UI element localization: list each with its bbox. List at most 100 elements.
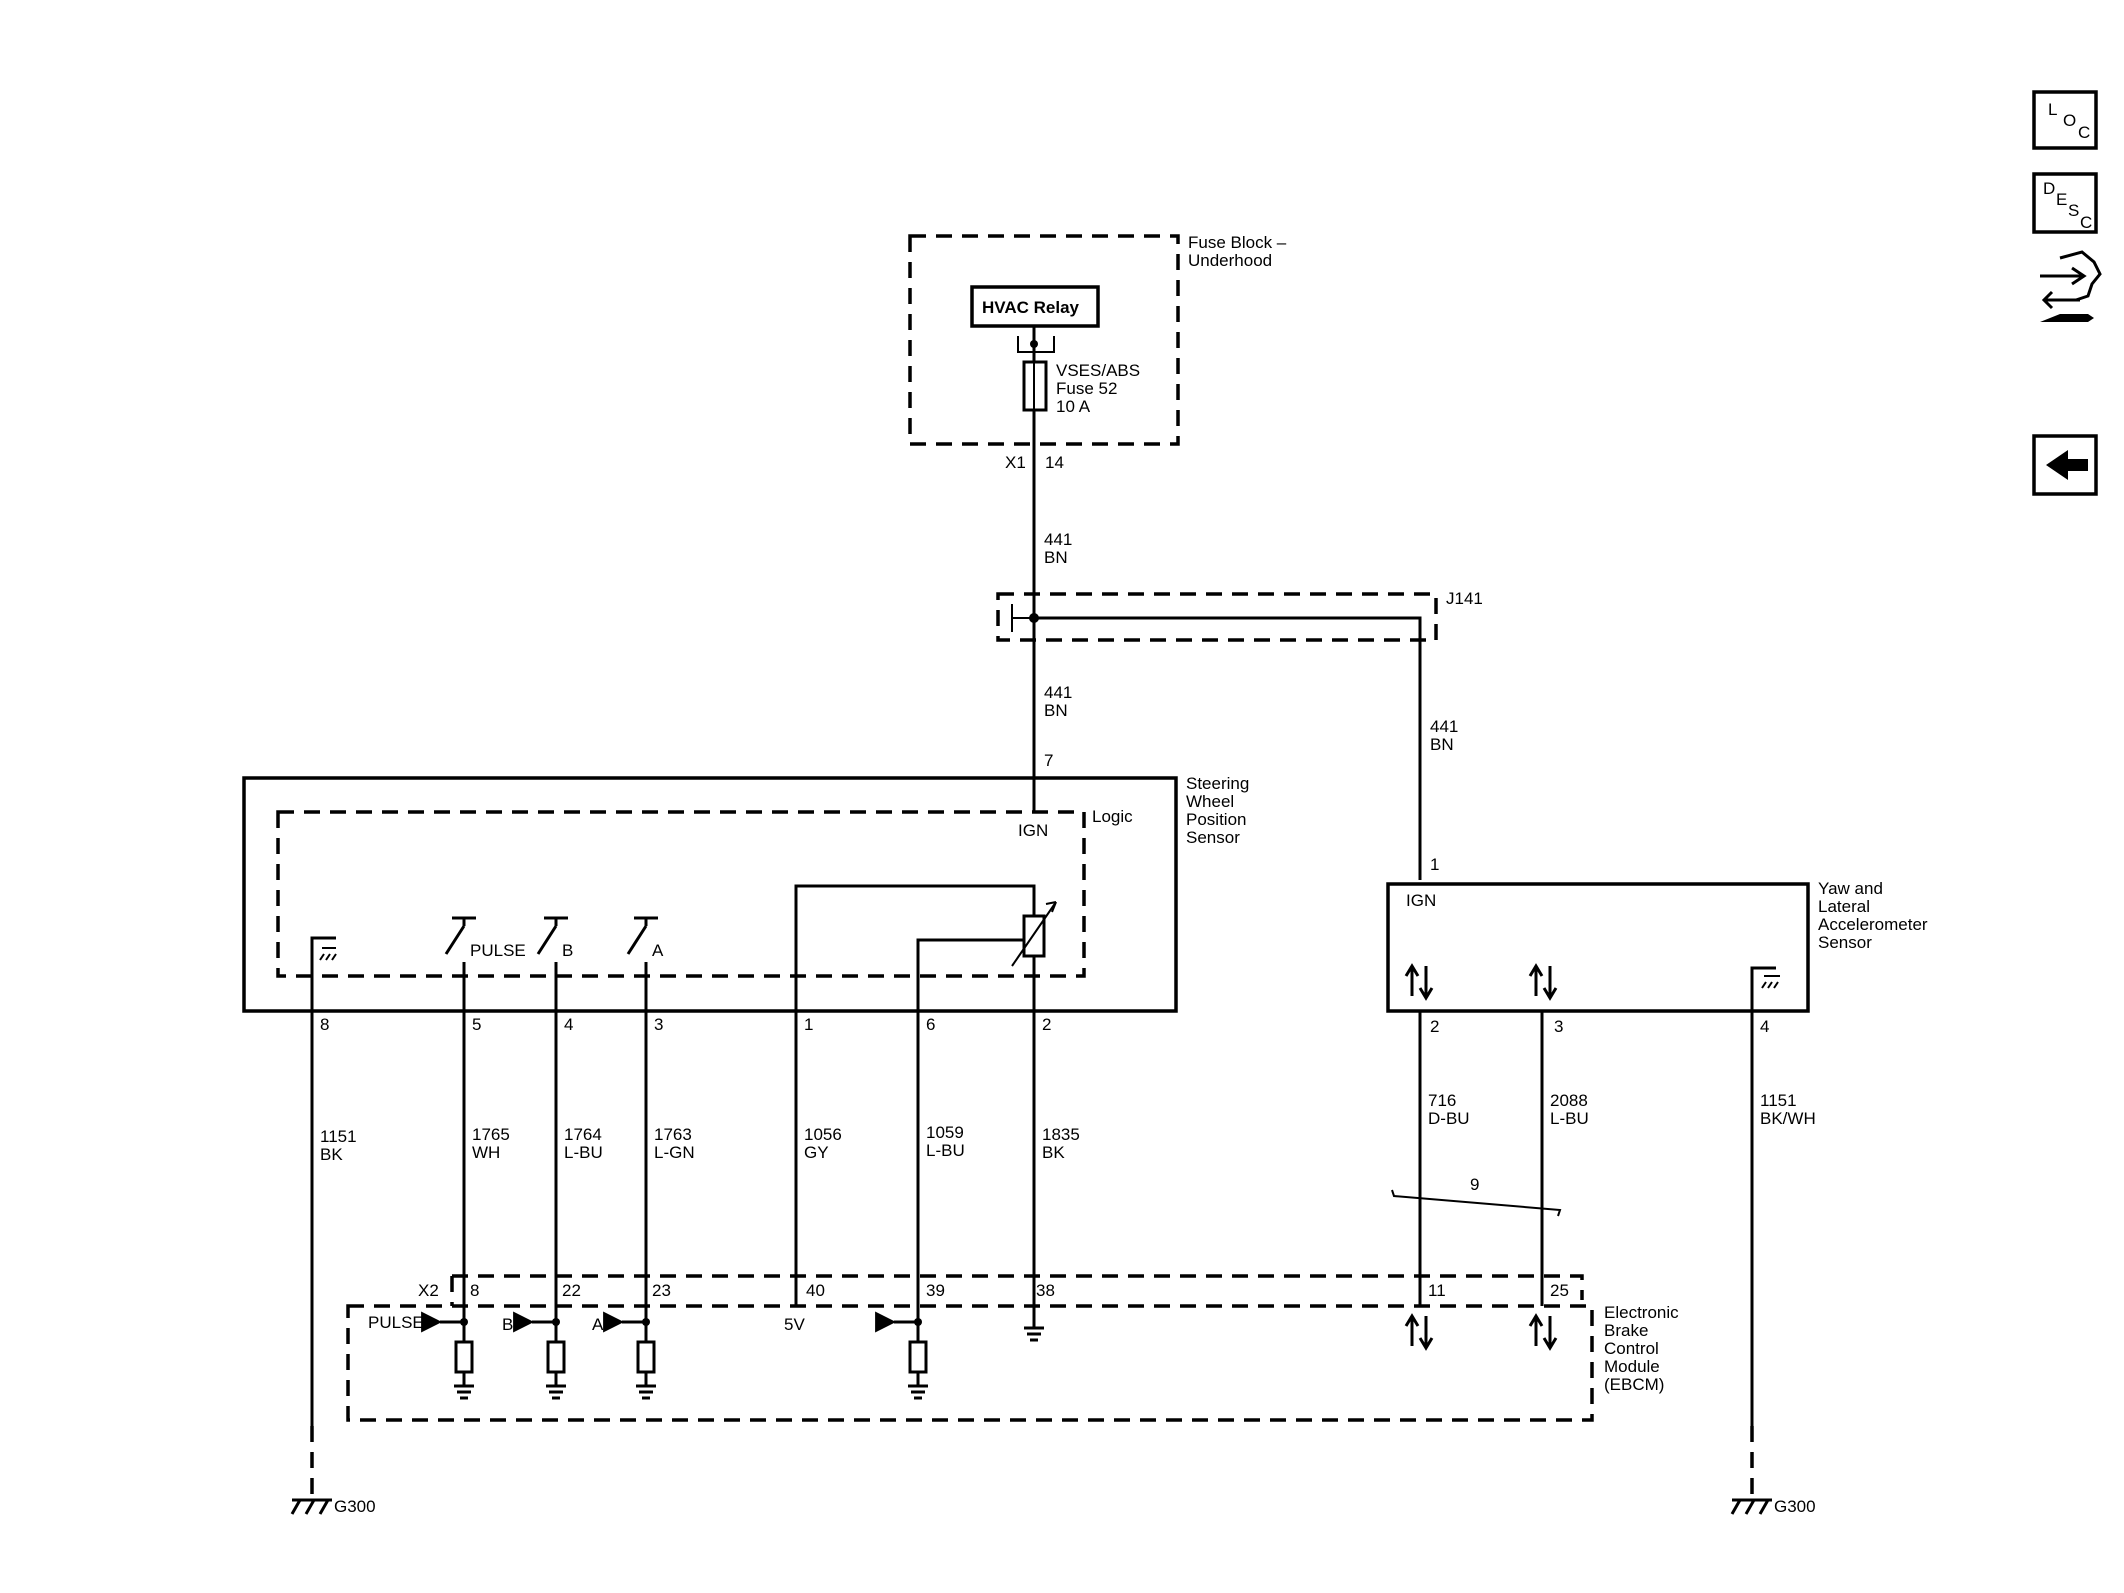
loc-button[interactable]: L O C xyxy=(2032,90,2098,150)
yaw-title-4: Sensor xyxy=(1818,933,1872,952)
back-button[interactable] xyxy=(2032,434,2098,496)
ebcm-pin-23: 23 xyxy=(652,1281,671,1300)
ebcm-data-arrow-icon xyxy=(1404,1313,1434,1351)
wire-441a-color: BN xyxy=(1044,548,1068,567)
swps-pin-1: 1 xyxy=(804,1015,813,1034)
wire-1763-color: L-GN xyxy=(654,1143,695,1162)
yaw-sensor-box xyxy=(1386,882,1810,1013)
desc-letter-c2: C xyxy=(2080,213,2092,232)
wire-1765-color: WH xyxy=(472,1143,500,1162)
yaw-data-arrow-icon-2 xyxy=(1528,963,1558,1001)
desc-button-frame[interactable] xyxy=(2032,172,2098,234)
yaw-title-1: Yaw and xyxy=(1818,879,1883,898)
yaw-internal-ground-icon xyxy=(1761,975,1780,989)
wire-1059-num: 1059 xyxy=(926,1123,964,1142)
wire-1151-color: BK xyxy=(320,1145,343,1164)
swps-internal-ground-icon xyxy=(319,947,337,961)
wire-1763-num: 1763 xyxy=(654,1125,692,1144)
ebcm-data-arrow-icon-2 xyxy=(1528,1313,1558,1351)
ebcm-title-3: Control xyxy=(1604,1339,1659,1358)
wire-1059-color: L-BU xyxy=(926,1141,965,1160)
fuse-connector-x1: X1 xyxy=(1005,453,1026,472)
wire-1151b-color: BK/WH xyxy=(1760,1109,1816,1128)
wire-1151b-num: 1151 xyxy=(1760,1091,1797,1110)
desc-button[interactable]: D E S C xyxy=(2032,172,2098,234)
fuse-block-title-2: Underhood xyxy=(1188,251,1272,270)
pulse-switch-icon xyxy=(444,916,476,1011)
ebcm-pin-22: 22 xyxy=(562,1281,581,1300)
swps-logic-label: Logic xyxy=(1092,807,1133,826)
ground-g300-left-label: G300 xyxy=(334,1497,376,1516)
a-switch-icon xyxy=(626,916,658,1011)
yaw-ign-label: IGN xyxy=(1406,891,1436,910)
ebcm-pin-8: 8 xyxy=(470,1281,479,1300)
b-resistor-icon xyxy=(546,1340,566,1374)
wire-441c-color: BN xyxy=(1430,735,1454,754)
wire-441b-color: BN xyxy=(1044,701,1068,720)
swps-a-label: A xyxy=(652,941,664,960)
ebcm-title-4: Module xyxy=(1604,1357,1660,1376)
ebcm-low-ref-ground-icon xyxy=(1024,1322,1044,1342)
swps-pin-2: 2 xyxy=(1042,1015,1051,1034)
wire-1764-color: L-BU xyxy=(564,1143,603,1162)
ebcm-pin-39: 39 xyxy=(926,1281,945,1300)
desc-letter-s: S xyxy=(2068,201,2079,220)
swps-box xyxy=(242,776,1178,1013)
ebcm-title-5: (EBCM) xyxy=(1604,1375,1664,1394)
swps-pulse-label: PULSE xyxy=(470,941,526,960)
wire-1056-color: GY xyxy=(804,1143,829,1162)
ebcm-b-label: B xyxy=(502,1315,513,1334)
swps-pin-4: 4 xyxy=(564,1015,573,1034)
wire-1835-num: 1835 xyxy=(1042,1125,1080,1144)
wire-441a-num: 441 xyxy=(1044,530,1072,549)
fuse-label-1: VSES/ABS xyxy=(1056,361,1140,380)
swps-pin-3: 3 xyxy=(654,1015,663,1034)
loc-button-frame[interactable] xyxy=(2032,90,2098,150)
desc-letter-e: E xyxy=(2056,190,2067,209)
ebcm-pulse-circuit xyxy=(421,1311,474,1400)
signal-resistor-icon xyxy=(908,1340,928,1374)
yaw-pin-1: 1 xyxy=(1430,855,1439,874)
swps-title-1: Steering xyxy=(1186,774,1249,793)
swps-title-3: Position xyxy=(1186,810,1246,829)
swps-b-label: B xyxy=(562,941,573,960)
yaw-title-2: Lateral xyxy=(1818,897,1870,916)
swps-pin-7: 7 xyxy=(1044,751,1053,770)
splice-j141-label: J141 xyxy=(1446,589,1483,608)
ebcm-b-circuit xyxy=(513,1311,566,1400)
fuse-pin-14: 14 xyxy=(1045,453,1064,472)
potentiometer-icon xyxy=(1022,914,1046,958)
ebcm-pin-25: 25 xyxy=(1550,1281,1569,1300)
swps-pin-8: 8 xyxy=(320,1015,329,1034)
ebcm-5v-label: 5V xyxy=(784,1315,805,1334)
wire-1835-color: BK xyxy=(1042,1143,1065,1162)
back-button-frame[interactable] xyxy=(2032,434,2098,496)
wire-441-to-yaw xyxy=(1034,616,1422,880)
wire-441c-num: 441 xyxy=(1430,717,1458,736)
twisted-pair-icon xyxy=(1391,1189,1562,1217)
yaw-title-3: Accelerometer xyxy=(1818,915,1928,934)
ebcm-a-circuit xyxy=(603,1311,656,1400)
fuse-block-box xyxy=(908,234,1180,446)
ebcm-title-2: Brake xyxy=(1604,1321,1648,1340)
fuse-label-3: 10 A xyxy=(1056,397,1091,416)
back-arrow-icon[interactable] xyxy=(2046,450,2088,480)
loc-letter-o: O xyxy=(2063,111,2076,130)
connector-tool-icon[interactable] xyxy=(2040,250,2102,322)
yaw-pin-2: 2 xyxy=(1430,1017,1439,1036)
ebcm-pin-38: 38 xyxy=(1036,1281,1055,1300)
ground-g300-right-icon xyxy=(1730,1498,1772,1515)
wire-1764-num: 1764 xyxy=(564,1125,602,1144)
ebcm-signal-circuit xyxy=(875,1311,928,1400)
ebcm-box xyxy=(346,1304,1594,1422)
hvac-relay-label: HVAC Relay xyxy=(982,298,1080,317)
loc-letter-c: C xyxy=(2078,123,2090,142)
b-switch-icon xyxy=(536,916,568,1011)
swps-pin-5: 5 xyxy=(472,1015,481,1034)
ground-g300-right-label: G300 xyxy=(1774,1497,1816,1516)
swps-pin-6: 6 xyxy=(926,1015,935,1034)
wire-441b-num: 441 xyxy=(1044,683,1072,702)
swps-title-2: Wheel xyxy=(1186,792,1234,811)
wire-716-color: D-BU xyxy=(1428,1109,1470,1128)
yaw-pin-3: 3 xyxy=(1554,1017,1563,1036)
